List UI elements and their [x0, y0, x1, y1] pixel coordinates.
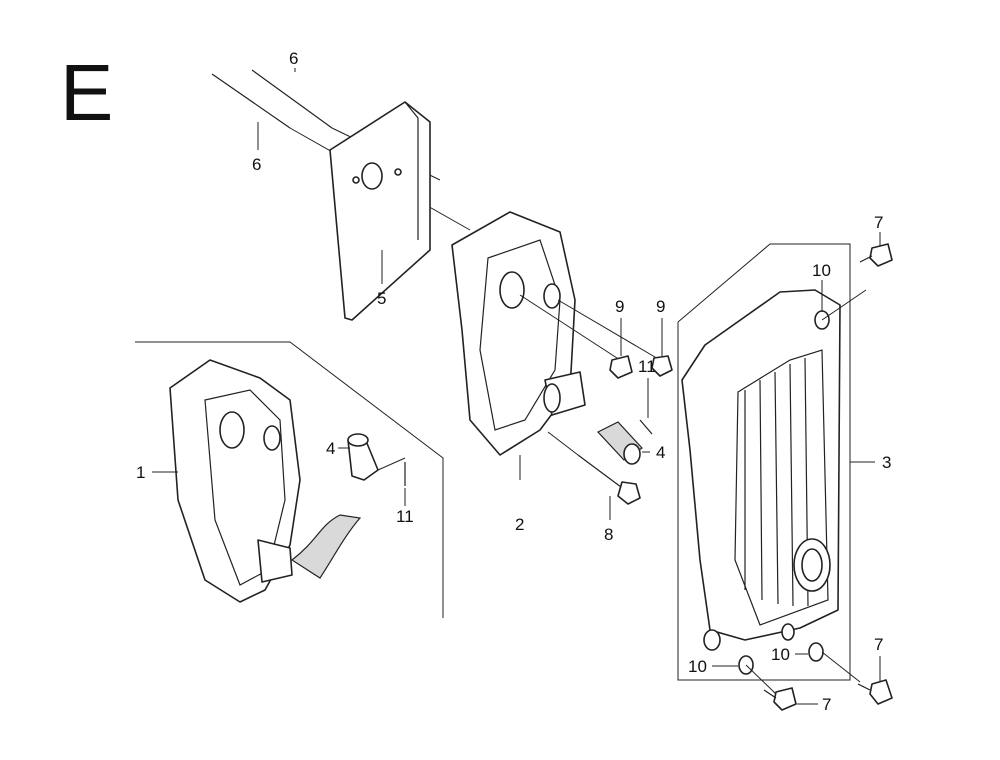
callout-7-top: 7: [874, 213, 883, 232]
callout-9-left: 9: [615, 297, 624, 316]
collars: [703, 310, 830, 675]
inset-frame-left: [135, 341, 444, 618]
callout-4: 4: [656, 443, 665, 462]
callout-6-top: 6: [289, 49, 298, 68]
section-letter: E: [60, 48, 113, 137]
callout-7-right: 7: [874, 635, 883, 654]
muffler-cover: [681, 289, 841, 641]
leader-lines: [152, 68, 881, 705]
muffler-assembly-detail: [169, 359, 362, 603]
callout-9-right: 9: [656, 297, 665, 316]
callout-3: 3: [882, 453, 891, 472]
tapping-screw: [639, 419, 653, 435]
cover-bolts: [763, 243, 893, 711]
flange-bolt: [547, 431, 641, 505]
callout-8: 8: [604, 525, 613, 544]
callout-11: 11: [638, 357, 656, 376]
muffler-assembly: [451, 211, 661, 456]
callout-1: 1: [136, 463, 145, 482]
callout-7-bottom: 7: [822, 695, 831, 714]
callout-6-bottom: 6: [252, 155, 261, 174]
callout-2: 2: [515, 515, 524, 534]
callout-10-top: 10: [812, 261, 831, 280]
callout-4-detail: 4: [326, 439, 335, 458]
spark-arrester-detail: [347, 433, 406, 481]
callout-11-detail: 11: [396, 507, 414, 526]
muffler-protector-plate: [329, 101, 431, 321]
callout-5: 5: [377, 289, 386, 308]
cover-fins: [744, 357, 809, 607]
nuts: [609, 355, 673, 379]
callout-10-middle: 10: [771, 645, 790, 664]
callout-10-left: 10: [688, 657, 707, 676]
spark-arrester: [597, 421, 643, 465]
